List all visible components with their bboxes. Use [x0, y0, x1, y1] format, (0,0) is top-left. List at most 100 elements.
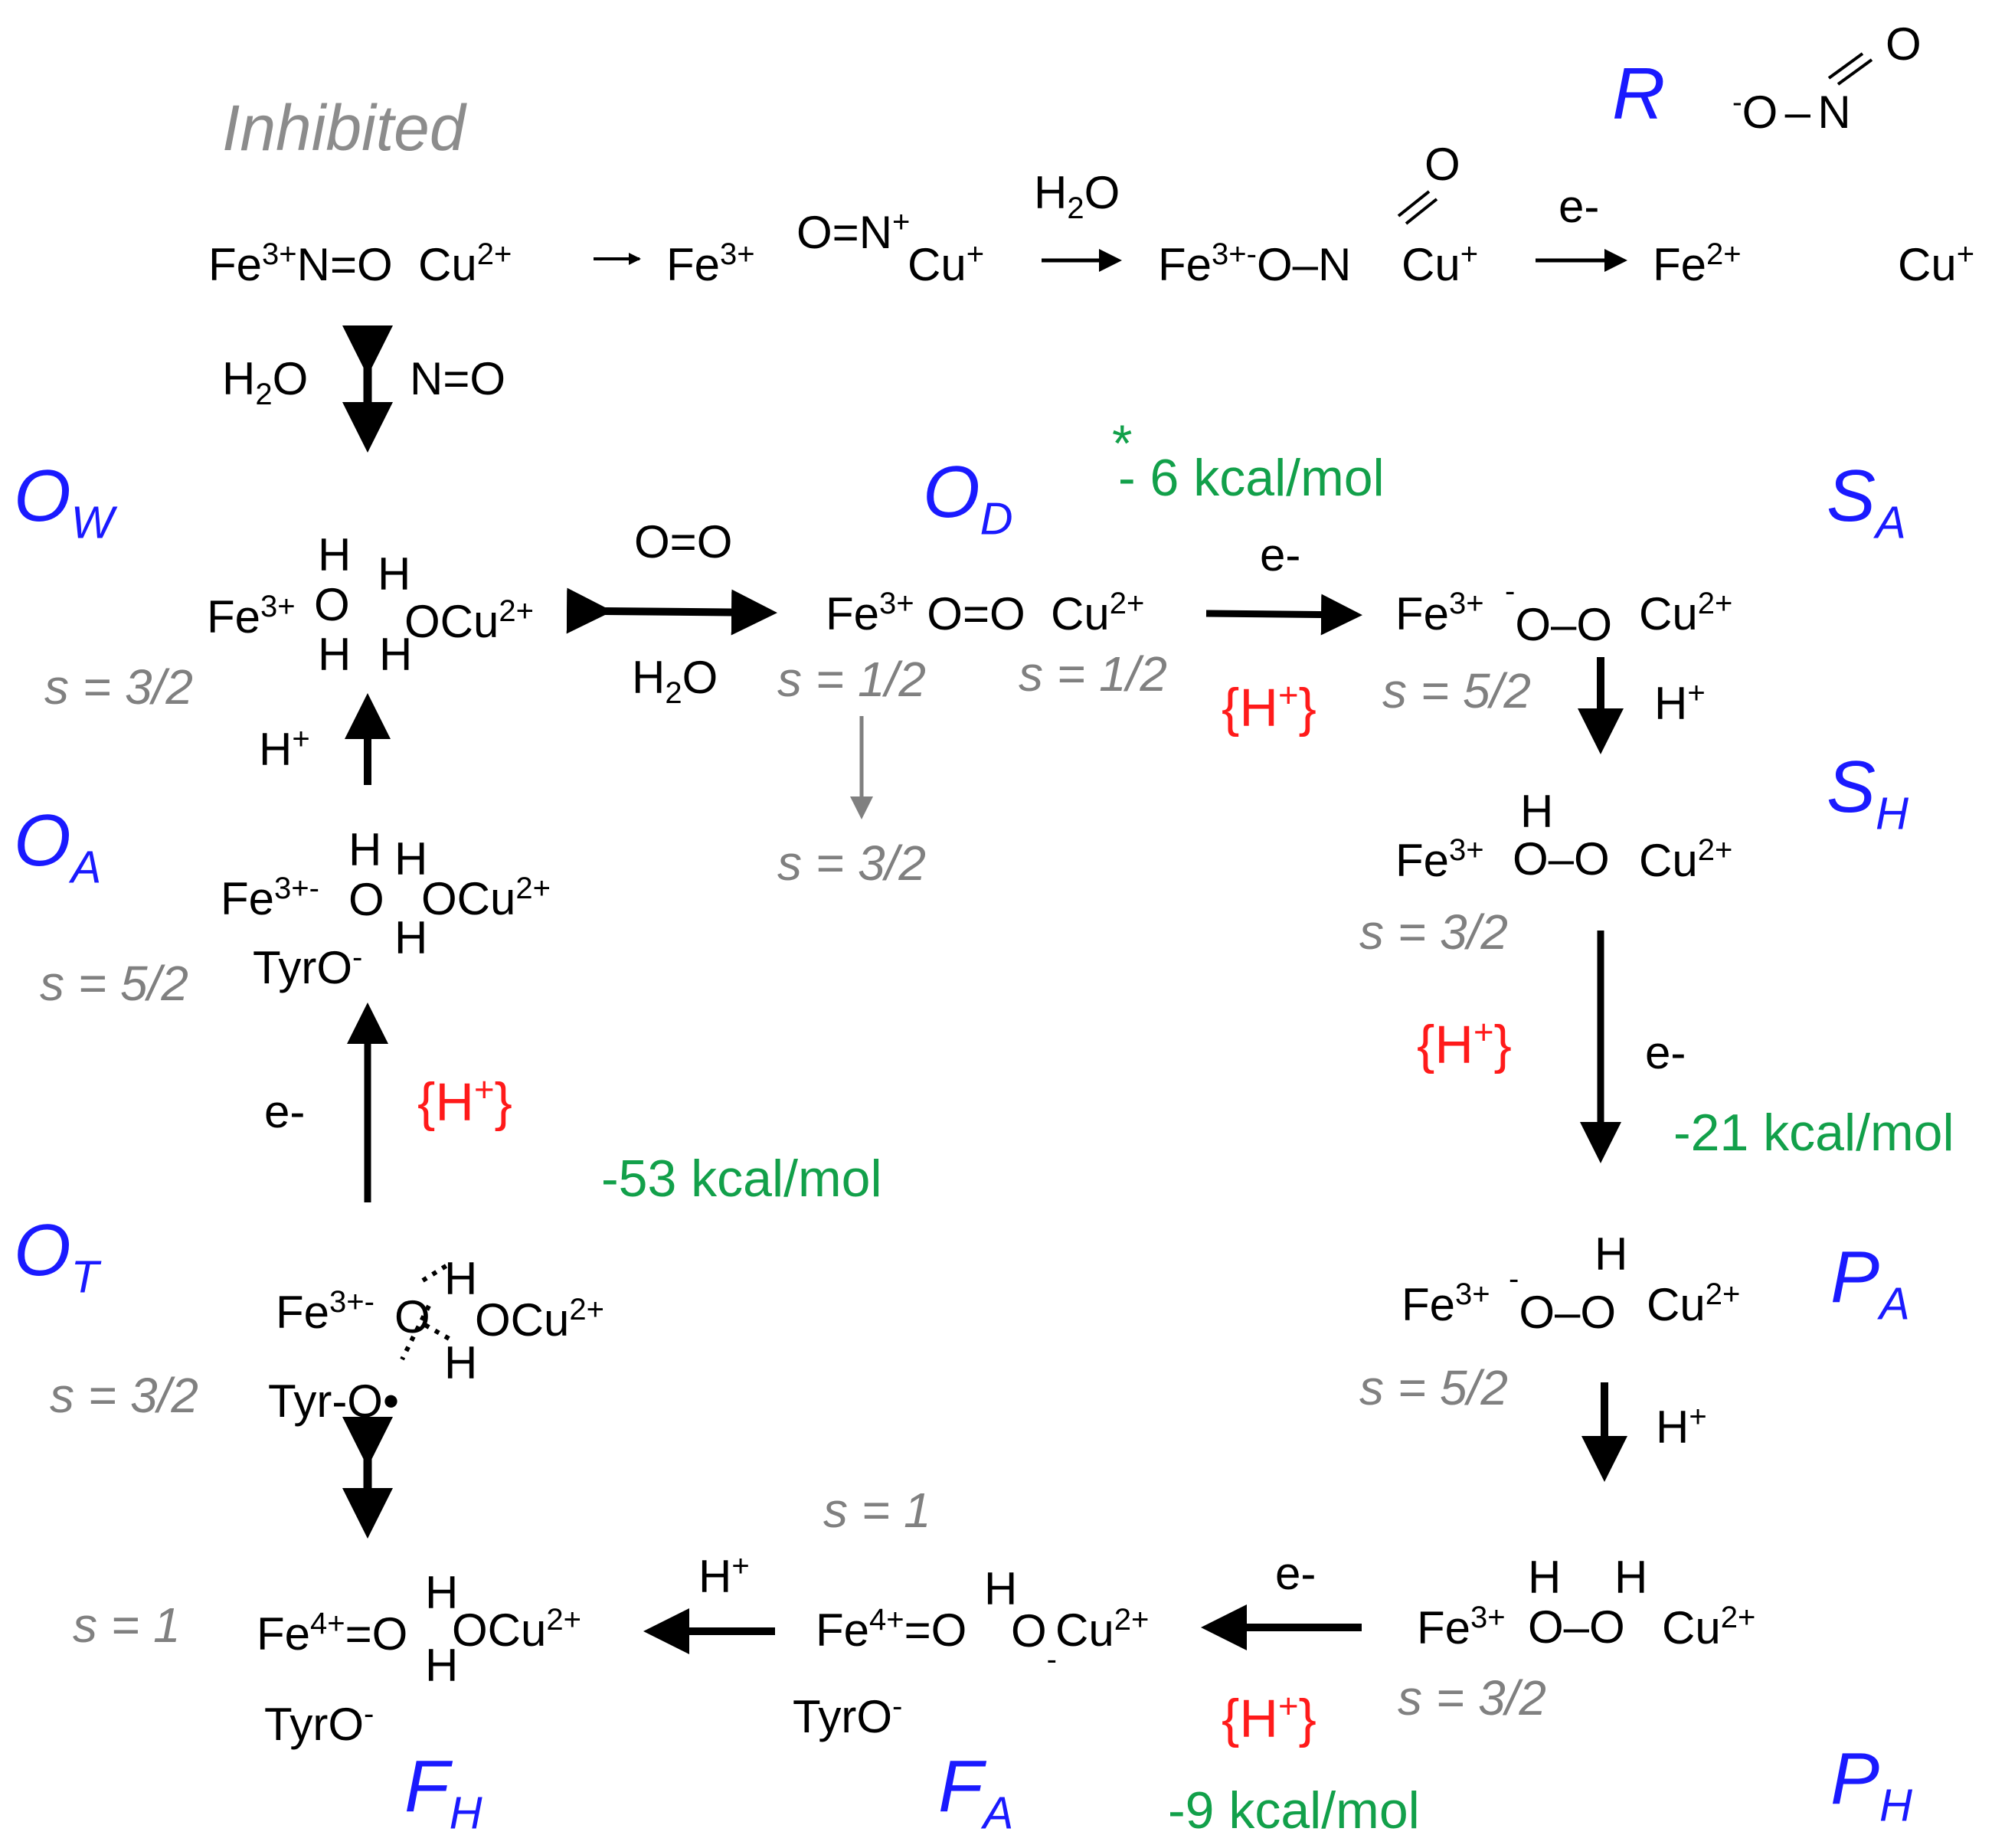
- species-inh-2c: Cu+: [908, 237, 985, 290]
- species-ot-h2: H: [444, 1337, 478, 1388]
- species-fh-h2: H: [425, 1640, 459, 1691]
- energy-star: *: [1112, 414, 1133, 473]
- spin-ow: s = 3/2: [44, 659, 193, 715]
- reagent-h2o-top: H2O: [1034, 167, 1120, 225]
- species-ow-h1: H: [318, 529, 352, 581]
- species-inh-2b: O=N+: [796, 205, 911, 258]
- state-letter: R: [1612, 53, 1666, 135]
- species-inh-4b: Cu+: [1898, 237, 1975, 290]
- proton-ph-fa: {H+}: [1222, 1686, 1316, 1748]
- state-label-ow: OW: [14, 460, 114, 545]
- state-label-r: R: [1612, 57, 1665, 131]
- state-sub: D: [980, 492, 1013, 545]
- species-oa-h2: H: [394, 833, 428, 885]
- reagent-no: N=O: [410, 353, 506, 404]
- energy-ot-oa: -53 kcal/mol: [601, 1150, 882, 1208]
- spin-ph: s = 3/2: [1398, 1670, 1546, 1725]
- energy-od-sa: - 6 kcal/mol: [1118, 449, 1385, 507]
- state-letter: P: [1830, 1236, 1880, 1318]
- species-pa-h: H: [1595, 1228, 1628, 1280]
- state-label-pa: PA: [1830, 1241, 1910, 1326]
- bond-r-no: [1827, 52, 1864, 80]
- species-inh-3c: Cu+: [1402, 237, 1479, 290]
- species-inh-3a: Fe3+-O–N: [1158, 237, 1352, 290]
- species-fh-o: OCu2+: [452, 1603, 581, 1656]
- species-ph-oo: O–O: [1528, 1601, 1625, 1653]
- species-fh-h1: H: [425, 1567, 459, 1618]
- arrow-ow-od: [566, 587, 777, 636]
- arrow-od-sa: [1205, 594, 1362, 636]
- bond-inh3-no: [1397, 190, 1431, 218]
- state-sub: A: [983, 1787, 1014, 1839]
- species-od: Fe3+ O=O Cu2+: [826, 587, 1145, 639]
- reagent-e-sh: e-: [1645, 1027, 1686, 1078]
- inhibited-title: Inhibited: [222, 92, 466, 164]
- species-sh-fe: Fe3+: [1395, 833, 1484, 886]
- species-pa-oo: -O–O: [1509, 1262, 1617, 1338]
- species-sh-h: H: [1520, 786, 1554, 837]
- state-letter: O: [14, 800, 71, 881]
- species-fa-h: H: [984, 1563, 1018, 1614]
- species-inh-2a: Fe3+: [666, 237, 755, 290]
- state-label-ot: OT: [14, 1214, 99, 1300]
- species-ow-o1: O: [314, 579, 350, 630]
- reagent-hplus-fa: H+: [698, 1549, 750, 1602]
- species-sa-fe: Fe3+: [1395, 587, 1484, 639]
- spin-oa: s = 5/2: [40, 956, 188, 1011]
- species-fh-fe: Fe4+=O: [257, 1607, 408, 1660]
- state-sub: T: [70, 1251, 100, 1303]
- state-label-sa: SA: [1827, 460, 1906, 545]
- species-ph-h1: H: [1528, 1552, 1562, 1603]
- species-sh-cu: Cu2+: [1639, 833, 1733, 886]
- species-inh-1: Fe3+N=O Cu2+: [208, 237, 512, 290]
- species-sa-oo: -O–O: [1505, 574, 1613, 650]
- reagent-hplus-sa: H+: [1654, 676, 1706, 729]
- spin-fh: s = 1: [73, 1598, 181, 1653]
- species-fa-cu: Cu2+: [1055, 1603, 1150, 1656]
- reagent-oo: O=O: [634, 516, 733, 567]
- bond-r-no-2: [1837, 58, 1873, 86]
- reagent-h2o-mid: H2O: [632, 652, 718, 710]
- species-inh-3b: O: [1424, 139, 1460, 190]
- state-sub: H: [1876, 787, 1909, 839]
- species-pa-cu: Cu2+: [1647, 1277, 1741, 1330]
- species-inh-4: Fe2+: [1653, 237, 1742, 290]
- state-letter: F: [938, 1745, 983, 1827]
- spin-fa: s = 1: [823, 1483, 931, 1538]
- proton-ot-oa: {H+}: [417, 1070, 512, 1132]
- species-sh-oo: O–O: [1513, 833, 1610, 885]
- state-label-od: OD: [923, 456, 1013, 541]
- species-ot-tyr: Tyr-O•: [268, 1375, 399, 1427]
- species-oa-fe: Fe3+-: [221, 872, 319, 924]
- spin-sa: s = 5/2: [1382, 663, 1531, 718]
- hbond-ot-1: [400, 1304, 431, 1361]
- species-oa-tyr: TyrO-: [253, 940, 363, 993]
- state-label-oa: OA: [14, 804, 101, 890]
- spin-od-2: s = 1/2: [1019, 646, 1167, 702]
- hbond-ot-2: [421, 1263, 449, 1283]
- spin-od-3: s = 3/2: [777, 836, 926, 891]
- species-ow-h4: H: [379, 629, 413, 680]
- species-pa-fe: Fe3+: [1402, 1277, 1490, 1330]
- spin-od-1: s = 1/2: [777, 652, 926, 707]
- species-sa-cu: Cu2+: [1639, 587, 1733, 639]
- species-fa-o: O-: [1011, 1605, 1057, 1676]
- r-nitrite: -O–N: [1732, 87, 1851, 138]
- spin-ot: s = 3/2: [50, 1368, 198, 1423]
- state-label-sh: SH: [1827, 751, 1909, 836]
- state-letter: P: [1830, 1738, 1880, 1820]
- species-fh-tyr: TyrO-: [264, 1697, 375, 1750]
- species-fa-tyr: TyrO-: [793, 1689, 903, 1742]
- species-ph-h2: H: [1614, 1552, 1648, 1603]
- species-oa-h1: H: [348, 824, 382, 875]
- state-letter: F: [404, 1745, 450, 1827]
- reagent-h2o-left: H2O: [222, 353, 309, 411]
- state-letter: O: [14, 455, 71, 537]
- reagent-e-od: e-: [1260, 529, 1301, 581]
- species-ow-h2: H: [318, 629, 352, 680]
- state-label-fa: FA: [938, 1750, 1013, 1836]
- species-ot-o: O: [394, 1291, 430, 1343]
- spin-sh: s = 3/2: [1359, 904, 1508, 960]
